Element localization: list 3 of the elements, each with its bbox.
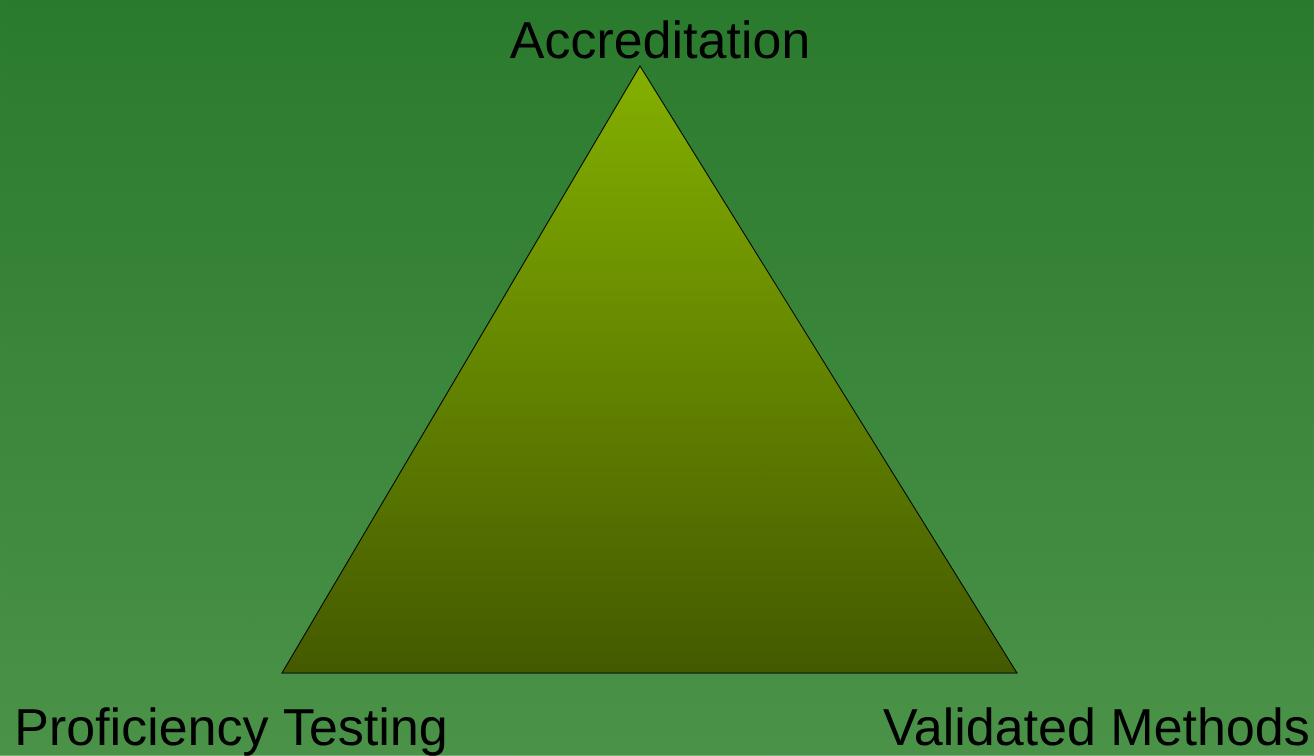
corner-label: Validated Methods: [883, 707, 1308, 746]
corner-label: Proficiency Testing: [18, 707, 445, 756]
corner-label: Accreditation: [509, 20, 807, 59]
